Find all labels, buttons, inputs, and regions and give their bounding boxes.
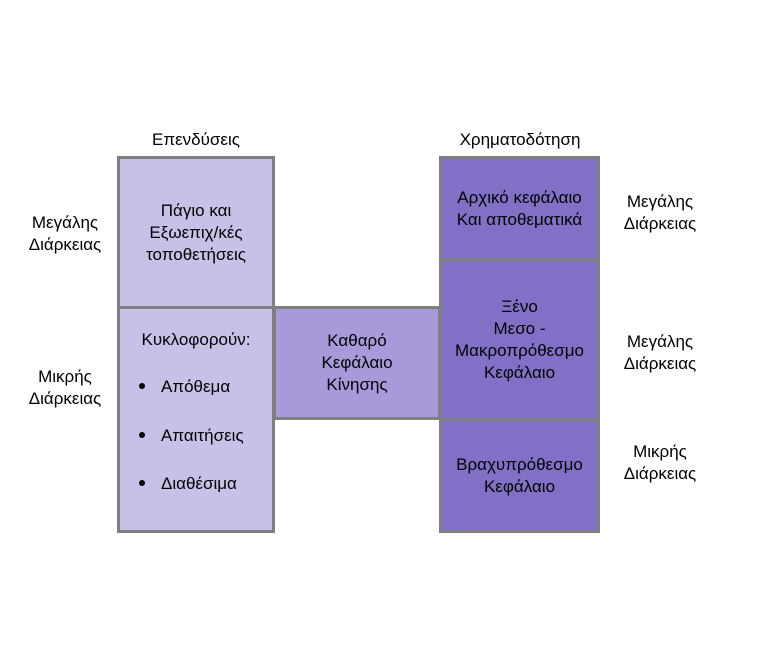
current-assets-title: Κυκλοφορούν: — [141, 330, 251, 349]
fixed-assets-line1: Πάγιο και — [160, 200, 232, 220]
right-label-short-term: Μικρής Διάρκειας — [610, 441, 710, 485]
right-label-equity-term: Μεγάλης Διάρκειας — [610, 191, 710, 235]
left-label-short-term-line1: Μικρής — [38, 367, 92, 386]
current-assets-item-label: Διαθέσιμα — [161, 474, 237, 493]
ltd-line4: Κεφάλαιο — [483, 362, 556, 382]
equity-box: Αρχικό κεφάλαιο Και αποθεματικά — [439, 156, 600, 261]
right-label-equity-line2: Διάρκειας — [623, 214, 697, 233]
nwc-line1: Καθαρό — [327, 331, 387, 350]
current-assets-box: Κυκλοφορούν: Απόθεμα Απαιτήσεις Διαθέσιμ… — [117, 306, 275, 533]
equity-line2: Και αποθεματικά — [456, 209, 583, 229]
investments-header: Επενδύσεις — [152, 130, 240, 149]
current-assets-item-receivables: Απαιτήσεις — [139, 426, 244, 446]
ltd-line2: Μεσο - — [493, 318, 546, 338]
left-label-short-term-line2: Διάρκειας — [28, 389, 102, 408]
current-assets-item-cash: Διαθέσιμα — [139, 474, 237, 494]
std-line2: Κεφάλαιο — [483, 476, 556, 496]
net-working-capital-box: Καθαρό Κεφάλαιο Κίνησης — [273, 306, 441, 420]
right-label-debt-line1: Μεγάλης — [626, 332, 694, 351]
financing-header: Χρηματοδότηση — [459, 130, 581, 149]
ltd-line3: Μακροπρόθεσμο — [454, 340, 584, 360]
fixed-assets-box: Πάγιο και Εξωεπιχ/κές τοποθετήσεις — [117, 156, 275, 309]
left-label-long-term-line1: Μεγάλης — [31, 213, 99, 232]
left-label-long-term: Μεγάλης Διάρκειας — [15, 212, 115, 256]
ltd-line1: Ξένο — [501, 296, 538, 316]
fixed-assets-line2: Εξωεπιχ/κές — [149, 222, 243, 242]
right-label-short-line1: Μικρής — [633, 442, 687, 461]
nwc-line2: Κεφάλαιο — [321, 353, 393, 372]
right-label-short-line2: Διάρκειας — [623, 464, 697, 483]
right-label-debt-term: Μεγάλης Διάρκειας — [610, 331, 710, 375]
right-label-equity-line1: Μεγάλης — [626, 192, 694, 211]
long-term-debt-box: Ξένο Μεσο - Μακροπρόθεσμο Κεφάλαιο — [439, 258, 600, 421]
bullet-icon — [139, 479, 145, 486]
nwc-line3: Κίνησης — [326, 375, 388, 394]
fixed-assets-line3: τοποθετήσεις — [146, 244, 246, 264]
bullet-icon — [139, 431, 145, 438]
std-line1: Βραχυπρόθεσμο — [456, 454, 583, 474]
equity-line1: Αρχικό κεφάλαιο — [457, 187, 582, 207]
right-label-debt-line2: Διάρκειας — [623, 354, 697, 373]
short-term-debt-box: Βραχυπρόθεσμο Κεφάλαιο — [439, 418, 600, 533]
current-assets-item-label: Απαιτήσεις — [161, 426, 244, 445]
current-assets-item-label: Απόθεμα — [161, 377, 231, 396]
bullet-icon — [139, 382, 145, 389]
current-assets-item-inventory: Απόθεμα — [139, 377, 230, 397]
left-label-long-term-line2: Διάρκειας — [28, 235, 102, 254]
left-label-short-term: Μικρής Διάρκειας — [15, 366, 115, 410]
